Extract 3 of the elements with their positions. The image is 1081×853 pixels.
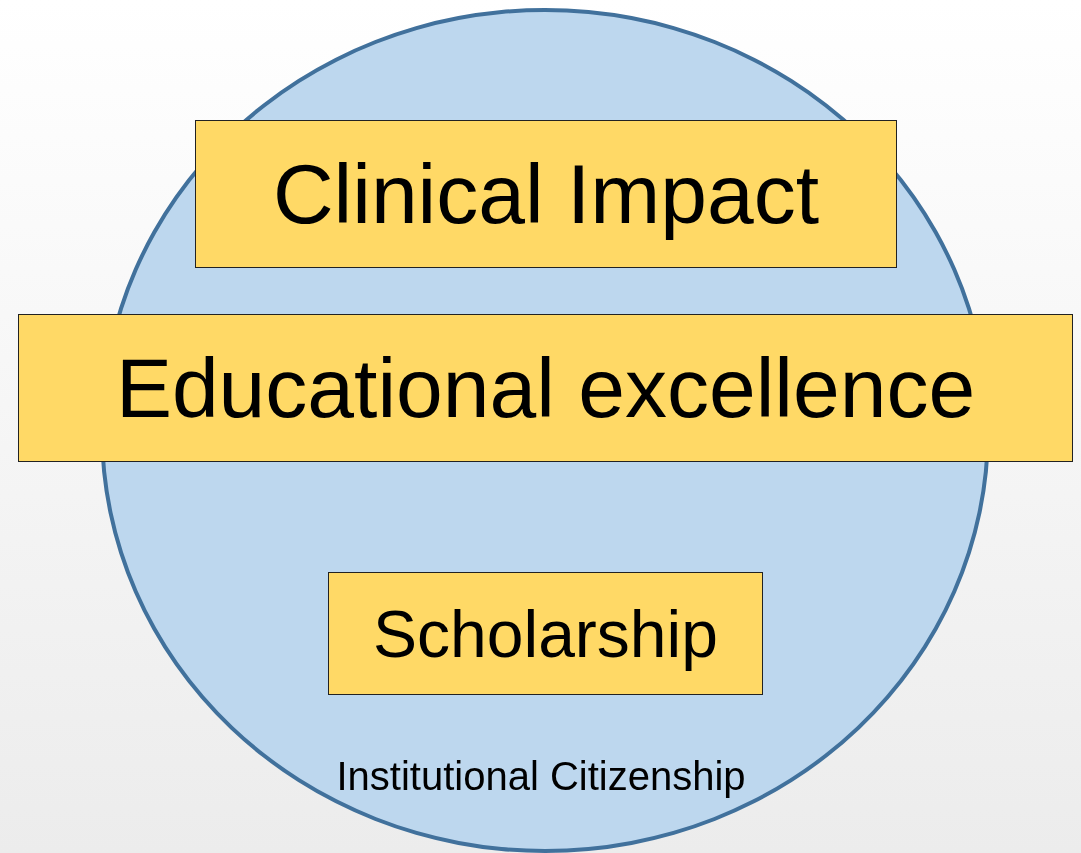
category-box: Scholarship (328, 572, 763, 695)
category-box: Educational excellence (18, 314, 1073, 462)
circle-label: Institutional Citizenship (335, 754, 747, 799)
